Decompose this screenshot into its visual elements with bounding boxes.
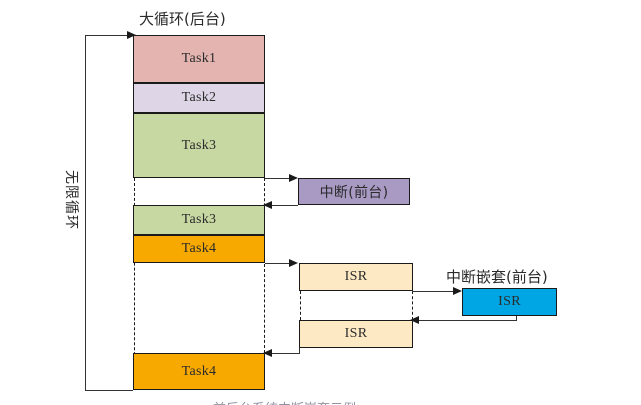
column-left-guide <box>133 178 135 390</box>
loop-bottom-line <box>85 390 133 391</box>
task-label: Task3 <box>181 212 217 227</box>
arrow-from-interrupt-head <box>263 200 272 209</box>
isr-box-second: ISR <box>299 320 413 348</box>
arrow-to-interrupt-line <box>265 178 293 179</box>
task-label: Task4 <box>181 241 217 256</box>
bottom-caption: 前后台系统中断嵌套示例 <box>213 398 356 405</box>
arrow-from-interrupt-line <box>264 205 298 206</box>
arrow-to-isr1-head <box>289 258 298 267</box>
arrow-from-isr-head <box>263 348 272 357</box>
task-label: Task3 <box>181 137 217 153</box>
infinite-loop-label: 无限循环 <box>63 170 79 230</box>
arrow-from-nested-isr-line <box>412 320 517 321</box>
background-loop-title: 大循环(后台) <box>139 10 226 28</box>
task-label: Task4 <box>181 363 217 379</box>
task-box-task4-second: Task4 <box>133 353 265 390</box>
nested-isr-return-vertical <box>516 316 517 320</box>
interrupt-box-label: 中断(前台) <box>319 184 389 201</box>
isr-right-guide <box>411 291 413 320</box>
loop-top-arrowhead <box>127 30 136 39</box>
column-right-guide <box>264 178 265 353</box>
loop-left-vertical <box>85 35 86 390</box>
isr-left-guide <box>300 291 301 320</box>
isr-label: ISR <box>498 294 521 309</box>
arrow-to-interrupt-head <box>289 173 298 182</box>
isr-label: ISR <box>344 269 368 284</box>
isr-box-nested: ISR <box>462 288 557 316</box>
arrow-from-isr-vertical <box>299 348 300 354</box>
arrow-from-nested-isr-head <box>410 315 419 324</box>
task-label: Task2 <box>181 90 217 105</box>
task-box-task1: Task1 <box>133 35 265 83</box>
task-box-task3-second: Task3 <box>133 205 265 235</box>
loop-top-line <box>85 35 129 36</box>
arrow-to-nested-isr-line <box>412 291 457 292</box>
isr-box-first: ISR <box>299 263 413 291</box>
arrow-to-nested-isr-head <box>453 286 462 295</box>
arrow-to-isr1-line <box>265 263 293 264</box>
task-box-task4-first: Task4 <box>133 235 265 263</box>
task-box-task3-first: Task3 <box>133 113 265 178</box>
task-box-task2: Task2 <box>133 83 265 113</box>
task-label: Task1 <box>181 51 217 66</box>
isr-label: ISR <box>344 326 368 341</box>
nested-interrupt-title: 中断嵌套(前台) <box>446 268 548 286</box>
arrow-from-isr-line <box>264 353 300 354</box>
interrupt-box: 中断(前台) <box>298 178 410 205</box>
